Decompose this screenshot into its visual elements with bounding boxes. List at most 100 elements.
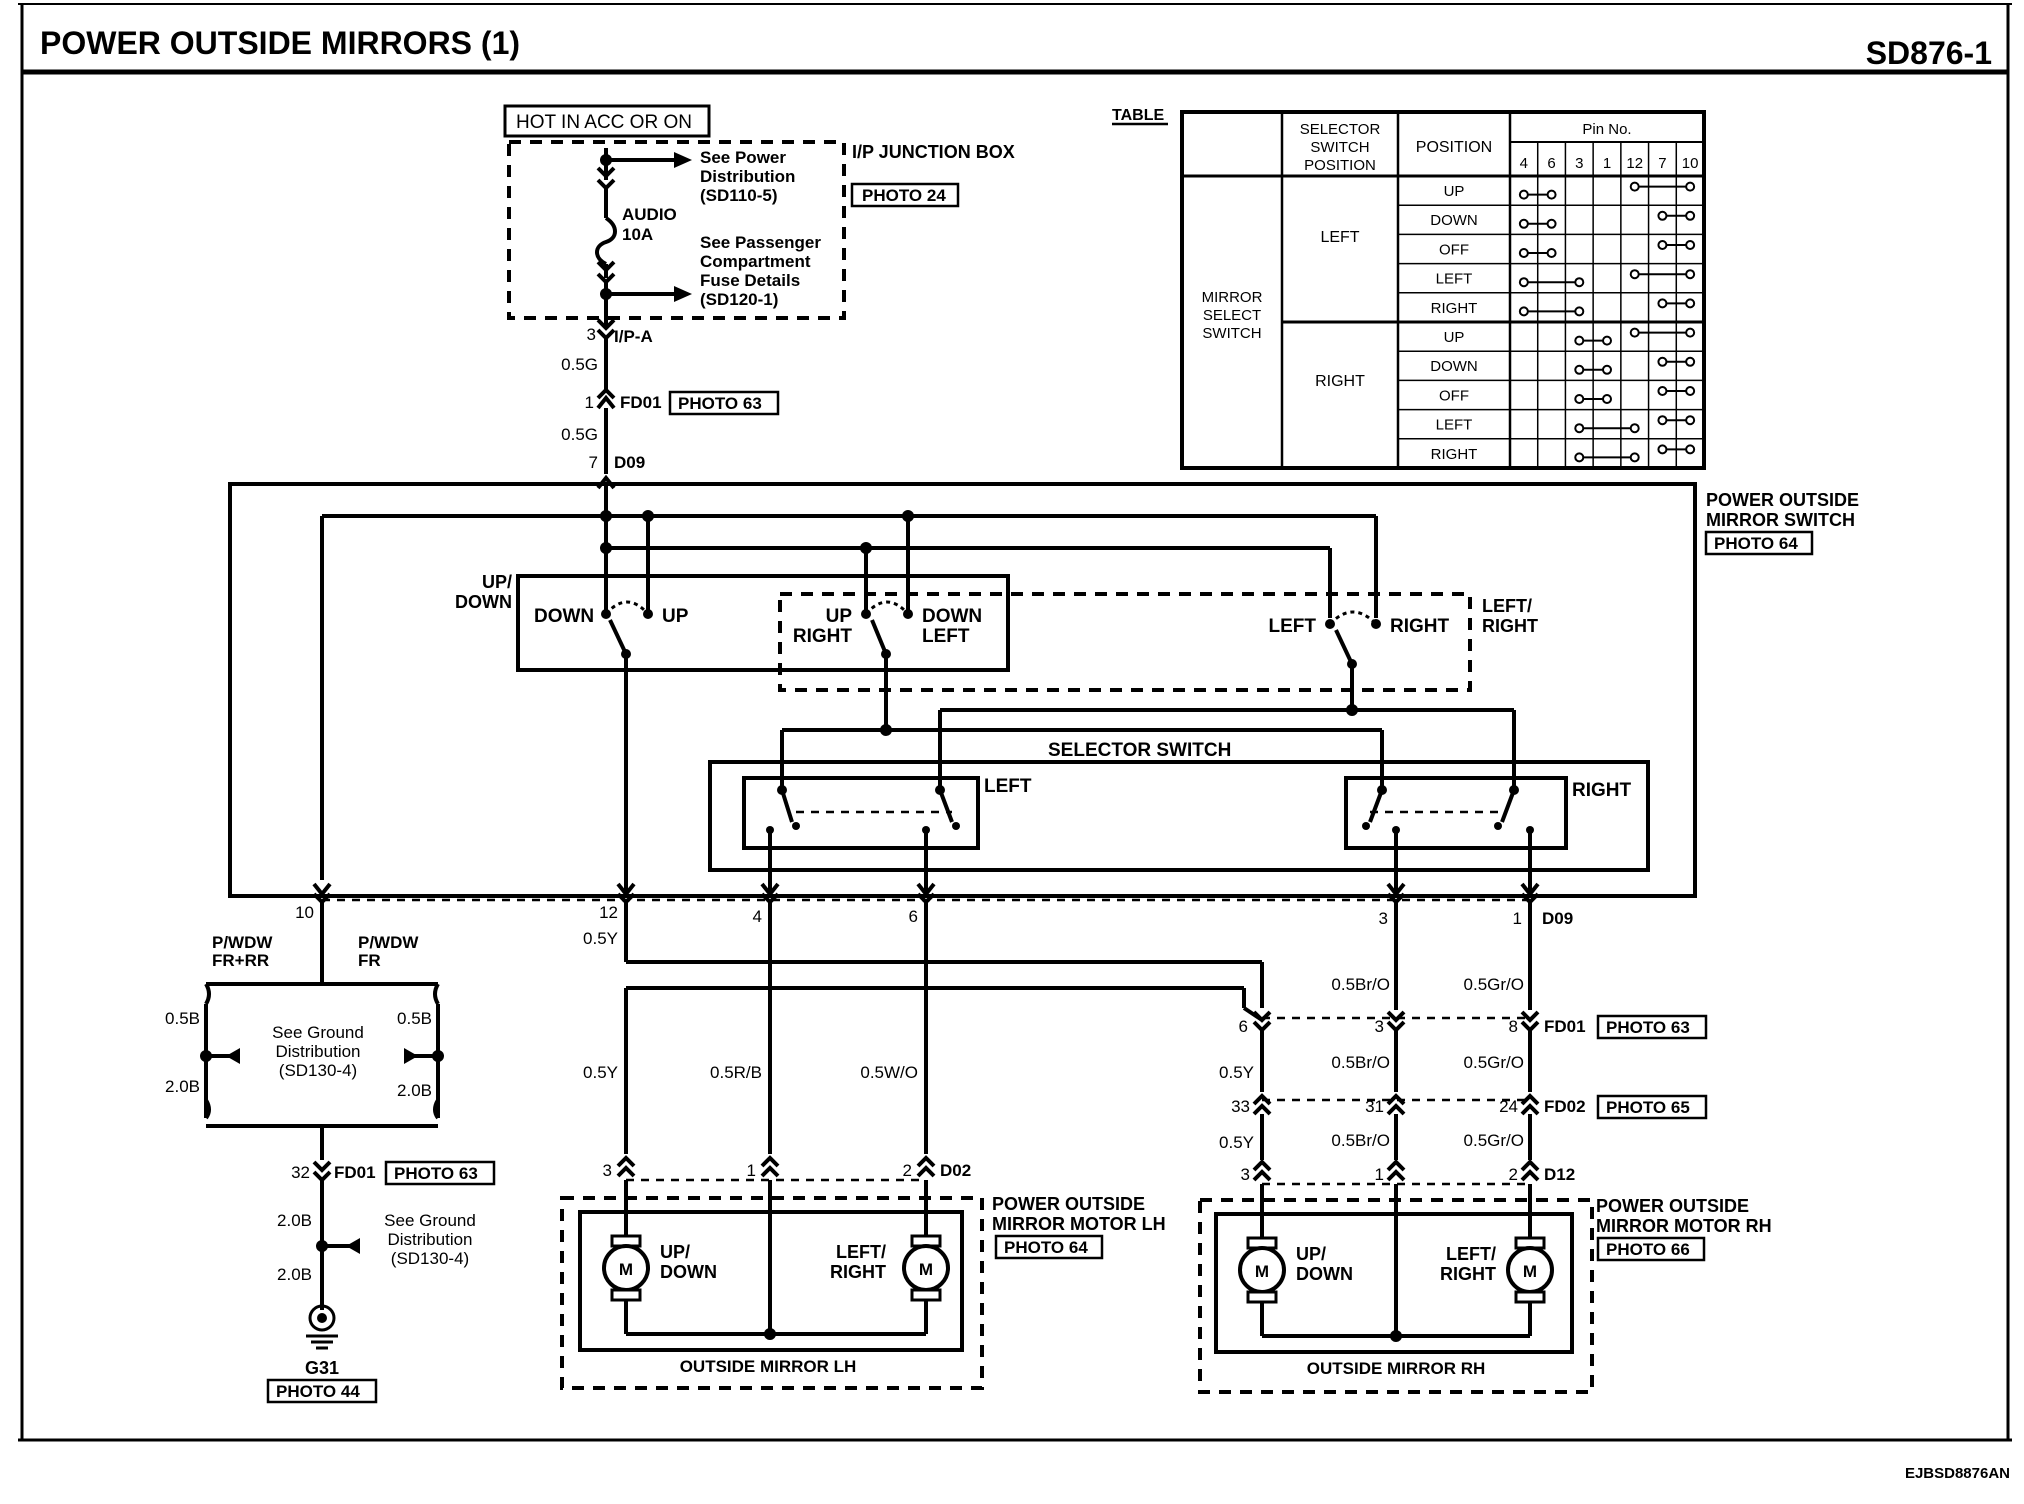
mirror-switch-module <box>228 482 1697 898</box>
leftright-switch <box>778 592 1472 692</box>
table-sel-right: RIGHT <box>1315 373 1365 390</box>
motor-rh-title-2: MIRROR MOTOR RH <box>1596 1216 1772 1236</box>
wire-05g-1: 0.5G <box>561 355 598 374</box>
table-position: LEFT <box>1436 271 1473 288</box>
table-contact <box>1574 423 1585 434</box>
fuse-symbol <box>595 216 617 266</box>
pin-10: 10 <box>295 903 314 922</box>
table-contact <box>1518 306 1529 317</box>
switch-right: RIGHT <box>1390 616 1450 637</box>
pin-3: 3 <box>1379 909 1388 928</box>
hot-label: HOT IN ACC OR ON <box>516 112 692 133</box>
leftright-label-1: LEFT/ <box>1482 596 1532 616</box>
wire-20b-b: 2.0B <box>277 1265 312 1284</box>
junction-photo: PHOTO 24 <box>862 186 946 205</box>
fd01-p3: 3 <box>1375 1017 1384 1036</box>
switch-down-left-2: LEFT <box>922 626 970 647</box>
wire-05y-b: 0.5Y <box>583 1063 618 1082</box>
selector-left-label: LEFT <box>984 776 1032 797</box>
d02: D02 <box>940 1161 971 1180</box>
pwdw-fr-2: FR <box>358 951 381 970</box>
wire-05y-c: 0.5Y <box>1219 1063 1254 1082</box>
switch-title-2: MIRROR SWITCH <box>1706 510 1855 530</box>
selector-left <box>742 776 980 850</box>
selector-switch <box>708 760 1650 872</box>
table-contact <box>1574 452 1585 463</box>
junction-photo-box <box>850 182 960 208</box>
fd01-pin: 1 <box>585 393 594 412</box>
table-contact <box>1546 189 1557 200</box>
d09-pin: 7 <box>589 453 598 472</box>
d09-connector: D09 <box>614 453 645 472</box>
page-code: SD876-1 <box>1866 35 1992 71</box>
table-contact <box>1629 452 1640 463</box>
fd02-pins <box>1252 1093 1540 1116</box>
pwdw-frrr-2: FR+RR <box>212 951 269 970</box>
fd01-p8: 8 <box>1509 1017 1518 1036</box>
switch-up-right-1: UP <box>826 606 853 627</box>
see-fuse-4: (SD120-1) <box>700 290 778 309</box>
wire-05g-2: 0.5G <box>561 425 598 444</box>
switch-photo: PHOTO 64 <box>1714 534 1798 553</box>
see-ground1-3: (SD130-4) <box>279 1061 357 1080</box>
wire-20b-a: 2.0B <box>277 1211 312 1230</box>
see-ground1-1: See Ground <box>272 1023 364 1042</box>
motor-rh-photo: PHOTO 66 <box>1606 1240 1690 1259</box>
pin-6: 6 <box>909 907 918 926</box>
fd01-connector: FD01 <box>620 393 662 412</box>
table-caption: TABLE <box>1112 107 1164 124</box>
wire-05bro-b: 0.5Br/O <box>1331 1053 1390 1072</box>
d02-p1: 1 <box>747 1161 756 1180</box>
table-contact <box>1629 423 1640 434</box>
fd02: FD02 <box>1544 1097 1586 1116</box>
table-contact <box>1546 218 1557 229</box>
table-contact <box>1629 327 1640 338</box>
motor-rh-leftright-icon: M <box>1506 1236 1554 1304</box>
motor-lh-updown-icon: M <box>602 1234 650 1302</box>
table-pin-header: 4 <box>1520 155 1528 172</box>
table-position: RIGHT <box>1431 300 1478 317</box>
table-group-1: MIRROR <box>1202 289 1263 306</box>
pin-12: 12 <box>599 903 618 922</box>
table-contact <box>1574 277 1585 288</box>
table-contact <box>1685 386 1696 396</box>
table-contact <box>1685 210 1696 221</box>
table-contact <box>1657 298 1668 309</box>
see-ground2-1: See Ground <box>384 1211 476 1230</box>
fuse-label-2: 10A <box>622 225 653 244</box>
table-contact <box>1685 444 1696 455</box>
table-position: RIGHT <box>1431 446 1478 463</box>
table-contact <box>1685 356 1696 367</box>
table-contact <box>1546 248 1557 258</box>
table-contact <box>1602 364 1612 375</box>
wire-05rb: 0.5R/B <box>710 1063 762 1082</box>
d12-p1: 1 <box>1375 1165 1384 1184</box>
motor-lh-leftright-icon: M <box>902 1234 950 1302</box>
footer-code: EJBSD8876AN <box>1905 1465 2010 1482</box>
pin-1: 1 <box>1513 909 1522 928</box>
gnd-fd01-pin: 32 <box>291 1163 310 1182</box>
table-contact <box>1685 415 1696 426</box>
svg-text:M: M <box>1523 1262 1537 1281</box>
switch-down-left-1: DOWN <box>922 606 982 627</box>
table-contact <box>1574 364 1585 375</box>
fd02-photo: PHOTO 65 <box>1606 1098 1690 1117</box>
svg-text:M: M <box>1255 1262 1269 1281</box>
switch-up-right-2: RIGHT <box>793 626 853 647</box>
table-position: UP <box>1444 329 1465 346</box>
selector-title: SELECTOR SWITCH <box>1048 740 1231 761</box>
wire-20b-left: 2.0B <box>165 1077 200 1096</box>
table-contact <box>1685 298 1696 309</box>
wire-05bro-c: 0.5Br/O <box>1331 1131 1390 1150</box>
fd01-rh-pins <box>1252 1010 1540 1033</box>
svg-text:M: M <box>919 1260 933 1279</box>
table-group-2: SELECT <box>1203 307 1261 324</box>
ground-id: G31 <box>305 1358 339 1378</box>
table-h-selector-2: SWITCH <box>1310 139 1369 156</box>
motor-rh-leftright-1: LEFT/ <box>1446 1244 1496 1264</box>
table-contact <box>1629 269 1640 280</box>
motor-rh-updown-1: UP/ <box>1296 1244 1326 1264</box>
table-contact <box>1657 356 1668 367</box>
